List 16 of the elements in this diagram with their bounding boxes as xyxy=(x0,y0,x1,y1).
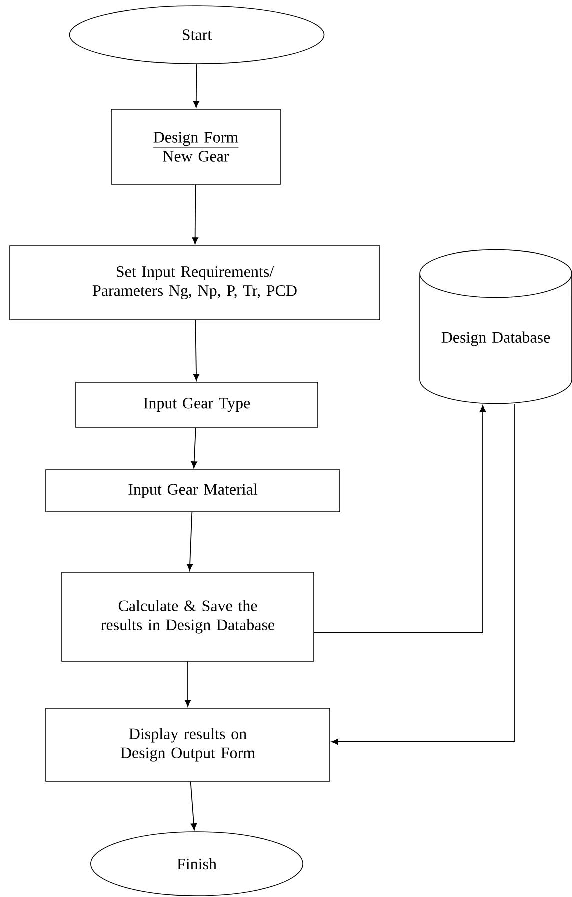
process-box: Input Gear Type xyxy=(76,382,318,428)
process-box: Input Gear Material xyxy=(46,470,340,512)
arrow xyxy=(190,781,198,830)
process-box: Set Input Requirements/ Parameters Ng, Np, P, Tr, PCD xyxy=(10,246,380,320)
process-box: Calculate & Save the results in Design Database xyxy=(62,572,314,662)
arrow xyxy=(191,427,198,468)
arrow xyxy=(186,512,194,571)
arrow xyxy=(193,320,200,381)
process-box: Display results on Design Output Form xyxy=(46,708,330,782)
arrow xyxy=(314,405,486,634)
arrow xyxy=(184,661,192,707)
arrow xyxy=(332,404,516,746)
arrow xyxy=(192,184,198,244)
process-box: Design Form New Gear xyxy=(111,109,281,185)
database-cylinder: Design Database xyxy=(420,249,572,404)
arrow xyxy=(193,64,200,108)
